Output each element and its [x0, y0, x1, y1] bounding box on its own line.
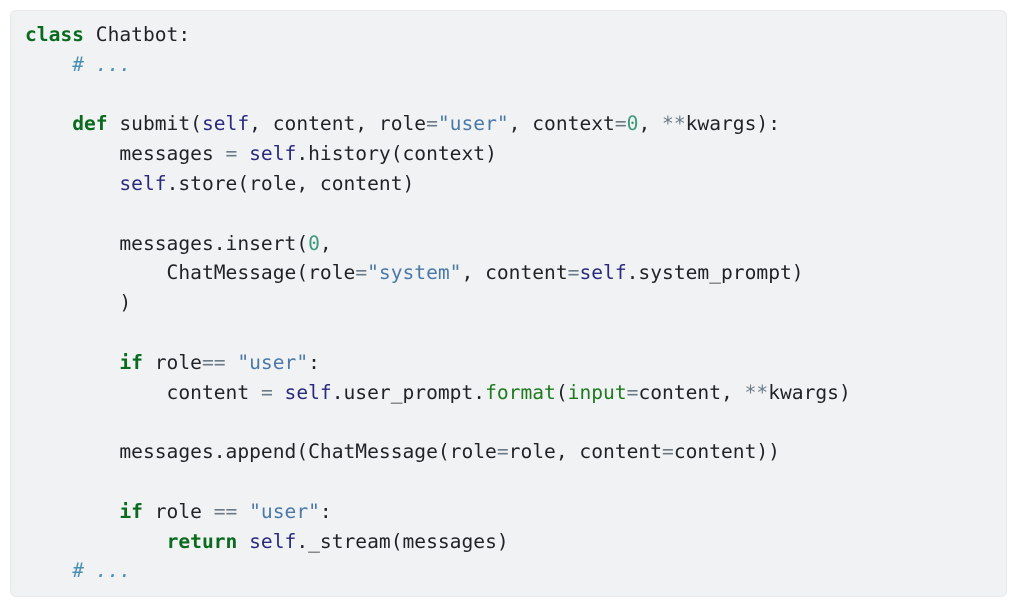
code-token: self — [201, 112, 250, 136]
code-token — [25, 53, 72, 76]
code-token: def — [72, 112, 108, 136]
code-line: content = self.user_prompt.format(input=… — [25, 378, 851, 408]
code-token: == — [201, 350, 226, 374]
code-line — [25, 407, 851, 437]
code-listing: class Chatbot: # ... def submit(self, co… — [25, 20, 851, 586]
code-line: if role == "user": — [25, 497, 851, 527]
code-token — [25, 500, 119, 523]
code-token: = — [567, 261, 580, 285]
code-token: "user" — [437, 112, 509, 136]
code-line: messages = self.history(context) — [25, 139, 851, 169]
code-token — [25, 351, 119, 374]
code-block: class Chatbot: # ... def submit(self, co… — [10, 10, 1007, 597]
code-token: ** — [662, 112, 686, 136]
code-token: self — [119, 171, 167, 195]
code-line: messages.append(ChatMessage(role=role, c… — [25, 437, 851, 467]
code-token: = — [260, 380, 273, 404]
code-token: .user_prompt. — [331, 380, 486, 404]
code-line: # ... — [25, 556, 851, 586]
code-token: # ... — [72, 52, 132, 76]
code-token: = — [626, 380, 639, 404]
code-token: ** — [744, 380, 769, 404]
code-token: self — [249, 142, 297, 166]
code-token: ._stream(messages) — [296, 529, 509, 553]
code-token: = — [614, 112, 627, 136]
code-line — [25, 199, 851, 229]
code-token: role — [142, 499, 214, 523]
code-token: if — [119, 350, 143, 374]
code-token: 0 — [308, 231, 320, 255]
code-token: # ... — [72, 559, 132, 583]
code-line: # ... — [25, 50, 851, 80]
code-token: , — [638, 112, 663, 136]
code-token: role — [142, 350, 202, 374]
code-token: role, content — [508, 440, 663, 464]
code-token: , context — [508, 112, 615, 136]
code-token: if — [119, 499, 143, 523]
code-token — [25, 559, 72, 582]
code-line — [25, 80, 851, 110]
code-line: ChatMessage(role="system", content=self.… — [25, 258, 851, 288]
code-token: messages — [25, 142, 226, 166]
code-token: class — [25, 23, 84, 46]
code-token — [226, 351, 238, 374]
code-line: ) — [25, 288, 851, 318]
code-token: kwargs): — [685, 112, 780, 136]
code-token: = — [496, 440, 509, 464]
code-token: content)) — [673, 440, 780, 464]
code-token: : — [319, 499, 332, 523]
code-token: "user" — [237, 350, 309, 374]
code-token: : — [308, 350, 320, 374]
code-token: "system" — [367, 261, 462, 285]
code-token — [237, 530, 249, 553]
code-token: = — [662, 440, 674, 464]
code-token: Chatbot: — [83, 23, 191, 46]
code-line: if role== "user": — [25, 348, 851, 378]
code-token: input — [567, 380, 627, 404]
code-token: messages.insert( — [25, 231, 309, 255]
code-token: ) — [25, 291, 132, 315]
code-token: "user" — [249, 499, 320, 523]
code-token — [237, 500, 249, 523]
code-token: = — [355, 261, 368, 285]
code-token: .system_prompt) — [626, 261, 804, 285]
code-token: 0 — [626, 112, 639, 136]
code-token: content — [25, 380, 261, 404]
code-line: return self._stream(messages) — [25, 527, 851, 557]
code-line: self.store(role, content) — [25, 169, 851, 199]
code-token: return — [166, 529, 238, 553]
code-token: .history(context) — [296, 142, 497, 166]
code-token — [273, 381, 285, 404]
code-token: format — [485, 380, 556, 404]
code-token — [25, 530, 167, 553]
code-token: , — [319, 231, 332, 255]
code-token: kwargs) — [768, 380, 851, 404]
code-token: ( — [555, 380, 568, 404]
code-line: messages.insert(0, — [25, 229, 851, 259]
code-token — [25, 112, 72, 135]
code-token: = — [426, 112, 438, 136]
code-token: .store(role, content) — [166, 171, 415, 195]
code-token: , content — [461, 261, 568, 285]
code-token: submit( — [107, 112, 202, 136]
code-token: , content, role — [249, 112, 427, 136]
code-token: == — [213, 499, 238, 523]
code-line: def submit(self, content, role="user", c… — [25, 109, 851, 139]
code-token: self — [579, 261, 627, 285]
code-token: self — [249, 529, 297, 553]
code-token: = — [225, 142, 238, 166]
code-line: class Chatbot: — [25, 20, 851, 50]
code-token — [237, 142, 249, 165]
code-token: self — [284, 380, 332, 404]
code-token: content, — [638, 380, 745, 404]
code-line — [25, 318, 851, 348]
code-token: ChatMessage(role — [25, 261, 356, 285]
code-token: messages.append(ChatMessage(role — [25, 440, 497, 464]
code-line — [25, 467, 851, 497]
code-token — [25, 172, 119, 195]
